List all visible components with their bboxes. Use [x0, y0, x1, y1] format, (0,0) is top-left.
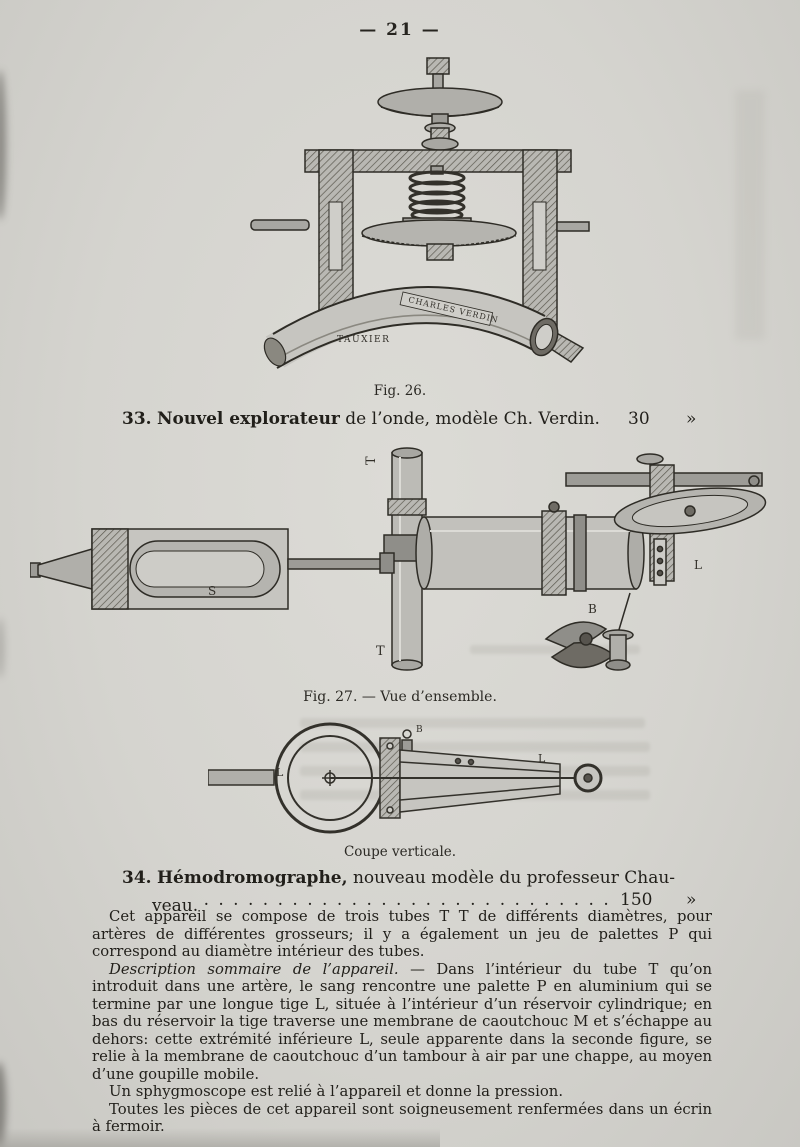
item-description: nouveau modèle du professeur Chau-	[347, 868, 676, 888]
hemodromograph-device: T T S	[30, 447, 767, 671]
label-syringe: S	[208, 584, 216, 598]
label-strip: L	[694, 558, 702, 572]
bleed-through	[470, 645, 640, 654]
description-rest: — Dans l’intérieur du tube T qu’on intro…	[92, 960, 712, 1083]
label-clip: B	[588, 602, 597, 616]
vertical-section-drawing: L B L	[208, 722, 603, 834]
label-tube-bottom: T	[376, 644, 385, 659]
label-left: L	[276, 766, 284, 779]
bleed-through	[735, 90, 765, 340]
item-description: de l’onde, modèle Ch. Verdin.	[339, 409, 600, 429]
paragraph-tubes: Cet appareil se compose de trois tubes T…	[92, 908, 712, 960]
item-price: 30	[628, 409, 650, 429]
catalog-item-34-line1: 34. Hémodromographe, nouveau modèle du p…	[0, 868, 800, 889]
section-device: L B L	[208, 722, 603, 834]
item-name: Nouvel explorateur	[156, 409, 340, 429]
item-number: 34.	[122, 868, 152, 888]
figure-27-caption: Fig. 27. — Vue d’ensemble.	[303, 689, 497, 705]
label-right: L	[538, 752, 546, 765]
spring	[408, 165, 466, 222]
description-text: Cet appareil se compose de trois tubes T…	[92, 908, 712, 1136]
engraver-signature: TAUXIER	[337, 335, 390, 345]
page-number: — 21 —	[359, 20, 441, 40]
side-rod-right	[556, 221, 590, 232]
label-top: B	[416, 725, 423, 735]
lens-disc	[361, 219, 517, 247]
page-edge-smudge	[0, 1062, 6, 1147]
figure-26-caption: Fig. 26.	[373, 383, 427, 399]
page-edge-smudge	[0, 70, 6, 220]
item-price-mark: »	[686, 409, 697, 429]
artery-tube: CHARLES VERDIN	[263, 285, 559, 369]
paragraph-description: Description sommaire de l’appareil. — Da…	[92, 961, 712, 1084]
clip	[544, 621, 616, 669]
bleed-through	[300, 718, 645, 728]
left-stub	[208, 769, 275, 786]
section-caption: Coupe verticale.	[343, 844, 457, 860]
item-price-mark: »	[686, 890, 697, 910]
reservoir-cylinder	[415, 501, 645, 596]
item-description-continued: veau.	[152, 896, 199, 916]
item-price: 150	[620, 890, 653, 910]
paragraph-case: Toutes les pièces de cet appareil sont s…	[92, 1100, 712, 1136]
figure-27-engraving: T T S	[30, 447, 767, 671]
syringe	[30, 528, 395, 610]
bleed-through	[300, 742, 650, 752]
press-frame-device: CHARLES VERDIN TAUXIER	[250, 57, 590, 369]
spool-piece	[602, 592, 634, 671]
label-tube-top: T	[364, 456, 379, 465]
page-bottom-shadow	[0, 1128, 440, 1147]
item-number: 33.	[122, 409, 152, 429]
screw-knob	[377, 57, 503, 151]
paragraph-sphygmoscope: Un sphygmoscope est relié à l’appareil e…	[109, 1083, 564, 1100]
catalog-item-33: 33. Nouvel explorateur de l’onde, modèle…	[0, 409, 800, 430]
page-edge-smudge	[0, 618, 4, 678]
item-name: Hémodromographe,	[156, 868, 348, 888]
catalog-item-34-line2: veau. . . . . . . . . . . . . . . . . . …	[0, 890, 800, 917]
figure-26-engraving: CHARLES VERDIN TAUXIER	[250, 57, 590, 369]
clamp	[426, 243, 454, 261]
tambour-assembly	[565, 453, 767, 586]
description-lead: Description sommaire de l’appareil.	[109, 960, 399, 978]
dot-leader: . . . . . . . . . . . . . . . . . . . . …	[203, 890, 612, 910]
frame	[273, 149, 585, 363]
side-rod	[250, 219, 310, 231]
tube-body	[330, 749, 603, 813]
